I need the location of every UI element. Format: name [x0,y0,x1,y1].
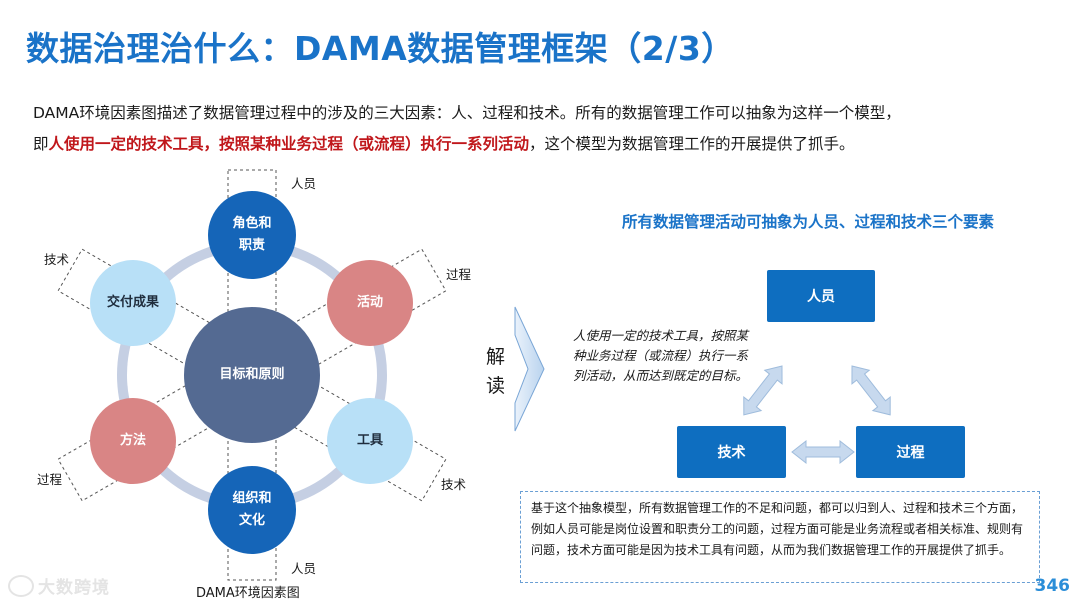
relation-arrows [743,365,891,465]
right-heading: 所有数据管理活动可抽象为人员、过程和技术三个要素 [622,213,995,231]
summary-box: 基于这个抽象模型，所有数据管理工作的不足和问题，都可以归到人、过程和技术三个方面… [520,491,1040,583]
arrow-people-process-icon [851,365,891,416]
arrow-technology-process-icon [791,439,855,465]
label-technology-upper-left: 技术 [44,252,70,267]
label-people-top: 人员 [291,176,317,191]
intro-line-2-prefix: 即 [33,135,49,153]
node-methods: 方法 [90,398,176,484]
label-process-lower-left: 过程 [37,472,63,487]
arrow-people-technology-icon [743,365,783,416]
dama-environment-diagram: 目标和原则 角色和职责 活动 工具 组织和文化 方法 交付成果 人员 人员 过程… [0,160,520,606]
label-process-upper-right: 过程 [446,267,472,282]
node-roles-and-responsibilities: 角色和职责 [208,191,296,279]
page-title: 数据治理治什么：DAMA数据管理框架（2/3） [26,29,735,68]
box-people: 人员 [767,270,875,322]
interpret-label: 解 读 [486,346,506,397]
box-process: 过程 [856,426,965,478]
intro-paragraph: DAMA环境因素图描述了数据管理过程中的涉及的三大因素：人、过程和技术。所有的数… [33,98,1063,160]
node-deliverables: 交付成果 [90,260,176,346]
intro-line-2-suffix: ，这个模型为数据管理工作的开展提供了抓手。 [529,135,855,153]
box-technology: 技术 [677,426,786,478]
watermark: 大数跨境 [8,573,110,598]
interpret-note: 人使用一定的技术工具，按照某种业务过程（或流程）执行一系列活动，从而达到既定的目… [573,328,749,383]
page-number: 346 [1034,576,1071,596]
node-activities: 活动 [327,260,413,346]
interpret-arrow-icon [514,306,545,432]
intro-highlight: 人使用一定的技术工具，按照某种业务过程（或流程）执行一系列活动 [48,135,530,153]
intro-line-1: DAMA环境因素图描述了数据管理过程中的涉及的三大因素：人、过程和技术。所有的数… [33,104,901,122]
intro-line-2: 即人使用一定的技术工具，按照某种业务过程（或流程）执行一系列活动，这个模型为数据… [33,129,1063,160]
node-organization-and-culture: 组织和文化 [208,466,296,554]
label-technology-lower-right: 技术 [441,477,467,492]
watermark-logo-icon [8,574,34,597]
node-goals-and-principles: 目标和原则 [184,307,320,443]
node-tools: 工具 [327,398,413,484]
label-people-bottom: 人员 [291,561,317,576]
diagram-caption: DAMA环境因素图 [196,586,300,601]
